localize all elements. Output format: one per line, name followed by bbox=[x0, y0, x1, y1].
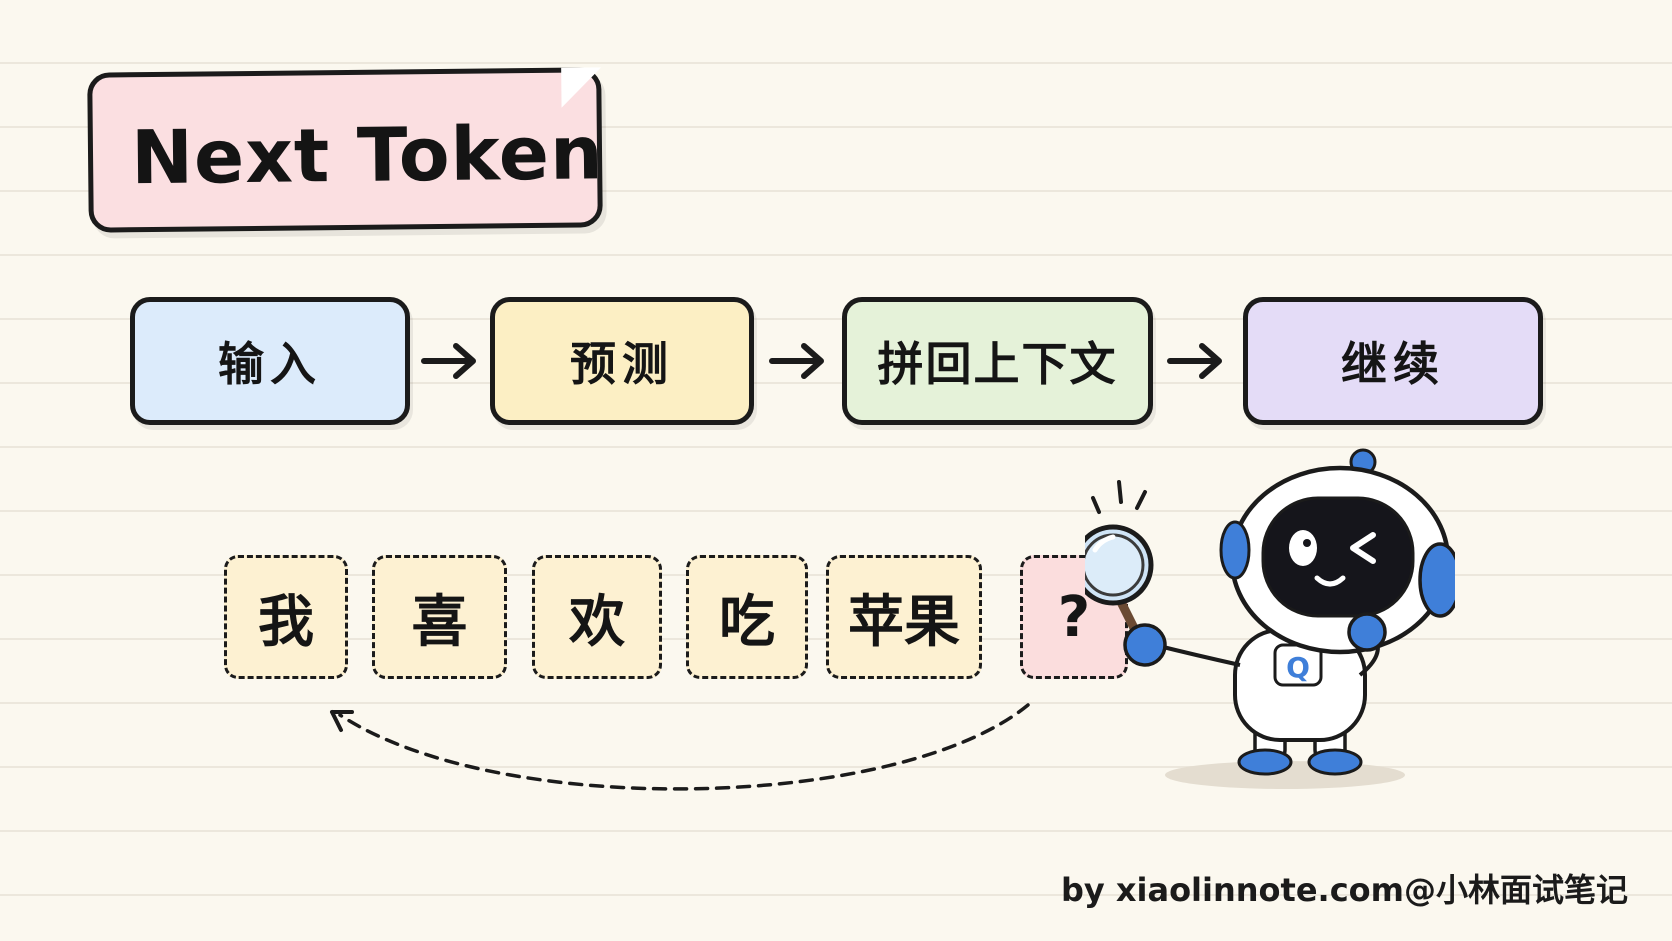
arrow-right-icon bbox=[1167, 343, 1222, 379]
robot-badge: Q bbox=[1286, 651, 1310, 684]
step-continue: 继续 bbox=[1243, 297, 1543, 425]
robot-mascot: Q bbox=[1085, 448, 1455, 789]
arrow-right-icon bbox=[421, 343, 476, 379]
step-input: 输入 bbox=[130, 297, 410, 425]
token-text: 吃 bbox=[719, 589, 775, 655]
token-text: 苹果 bbox=[848, 589, 960, 655]
token-box: 苹果 bbox=[826, 555, 982, 679]
credit-text: by xiaolinnote.com@小林面试笔记 bbox=[1060, 871, 1628, 909]
token-text: 喜 bbox=[411, 589, 468, 655]
next-token-text: ? bbox=[1057, 584, 1091, 650]
token-text: 我 bbox=[258, 589, 314, 655]
token-text: 欢 bbox=[569, 589, 625, 655]
token-box: 吃 bbox=[686, 555, 808, 679]
step-concat-context: 拼回上下文 bbox=[842, 297, 1153, 425]
step-input-label: 输入 bbox=[218, 337, 322, 391]
next-token-box: ? bbox=[1020, 555, 1128, 679]
token-box: 欢 bbox=[532, 555, 662, 679]
token-box: 喜 bbox=[372, 555, 507, 679]
sparkle-icon bbox=[1091, 480, 1147, 514]
step-predict: 预测 bbox=[490, 297, 754, 425]
arrow-right-icon bbox=[769, 343, 824, 379]
step-continue-label: 继续 bbox=[1341, 337, 1445, 391]
step-concat-label: 拼回上下文 bbox=[877, 337, 1118, 391]
step-predict-label: 预测 bbox=[570, 337, 674, 391]
token-box: 我 bbox=[224, 555, 348, 679]
